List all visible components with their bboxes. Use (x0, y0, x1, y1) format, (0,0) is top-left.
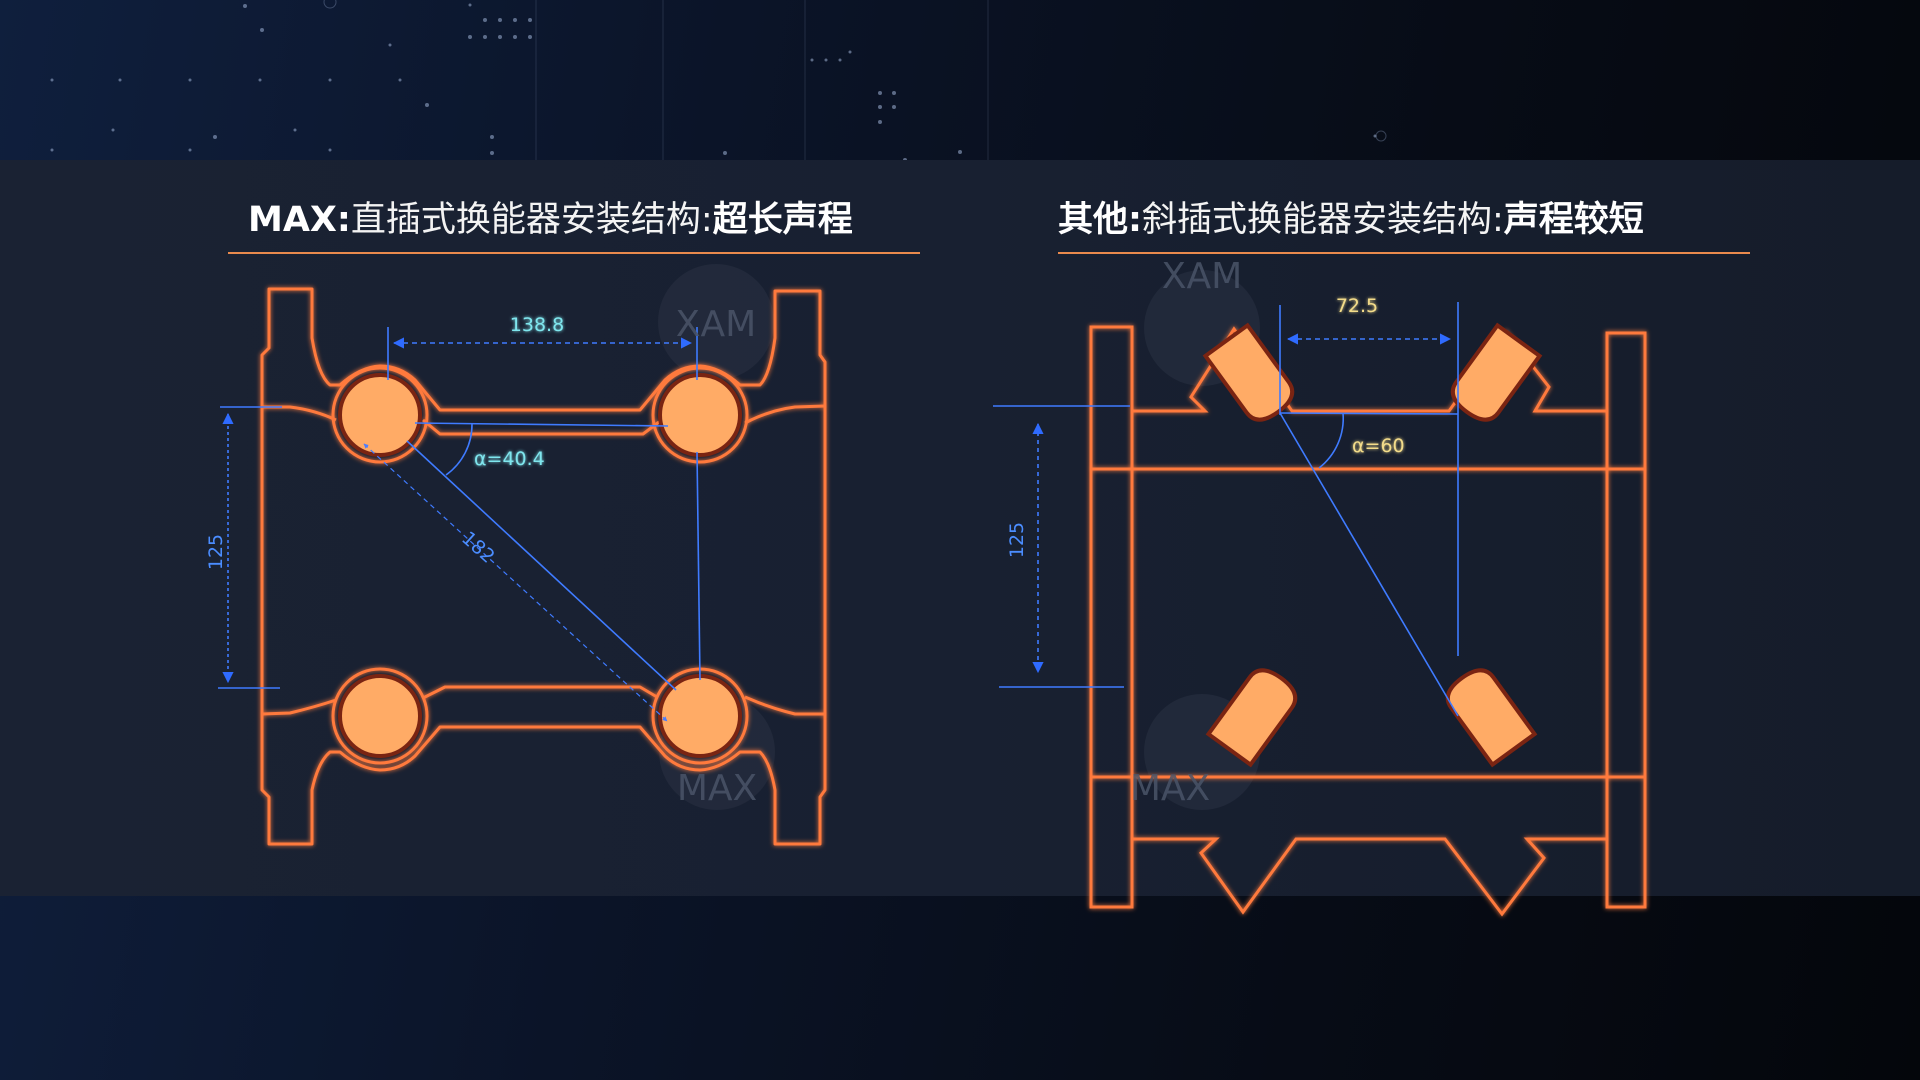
dimension-lines (993, 302, 1459, 717)
watermark-max: MAX (1162, 256, 1242, 297)
content-panel (0, 160, 1920, 896)
title-underline (1058, 252, 1750, 254)
watermark-max: MAX (1130, 768, 1210, 809)
panel-title-max: MAX:直插式换能器安装结构:超长声程 (248, 196, 853, 244)
transducer (1202, 322, 1295, 422)
dimension-lines (218, 327, 701, 722)
transducer (1450, 322, 1543, 422)
title-prefix: 其他: (1058, 200, 1142, 240)
diagram-other: 72.5 α=60 125 (993, 295, 1647, 917)
title-emphasis: 声程较短 (1503, 200, 1644, 240)
title-emphasis: 超长声程 (712, 200, 853, 240)
title-prefix: MAX: (248, 200, 351, 240)
transducer (1445, 668, 1538, 768)
title-middle: 斜插式换能器安装结构: (1142, 200, 1504, 240)
angle-label: α=60 (1352, 435, 1405, 457)
title-underline (228, 252, 920, 254)
dimension-label-horizontal: 138.8 (510, 314, 564, 336)
pipe-body-outline (1089, 325, 1647, 917)
vertical-dimension-label: 125 (1006, 522, 1028, 558)
watermark-max: MAX (676, 304, 756, 345)
diagram-max: 138.8 α=40.4 182 125 (205, 287, 827, 846)
watermark-max: MAX (677, 768, 757, 809)
transducer (1205, 668, 1298, 768)
transducer (658, 373, 742, 457)
dimension-label-horizontal: 72.5 (1336, 295, 1378, 317)
vertical-dimension-label: 125 (205, 534, 227, 570)
transducers-angled (1202, 322, 1543, 768)
panel-title-other: 其他:斜插式换能器安装结构:声程较短 (1058, 196, 1644, 244)
title-middle: 直插式换能器安装结构: (350, 200, 713, 240)
watermark-disc (658, 264, 774, 380)
angle-label: α=40.4 (474, 448, 545, 470)
